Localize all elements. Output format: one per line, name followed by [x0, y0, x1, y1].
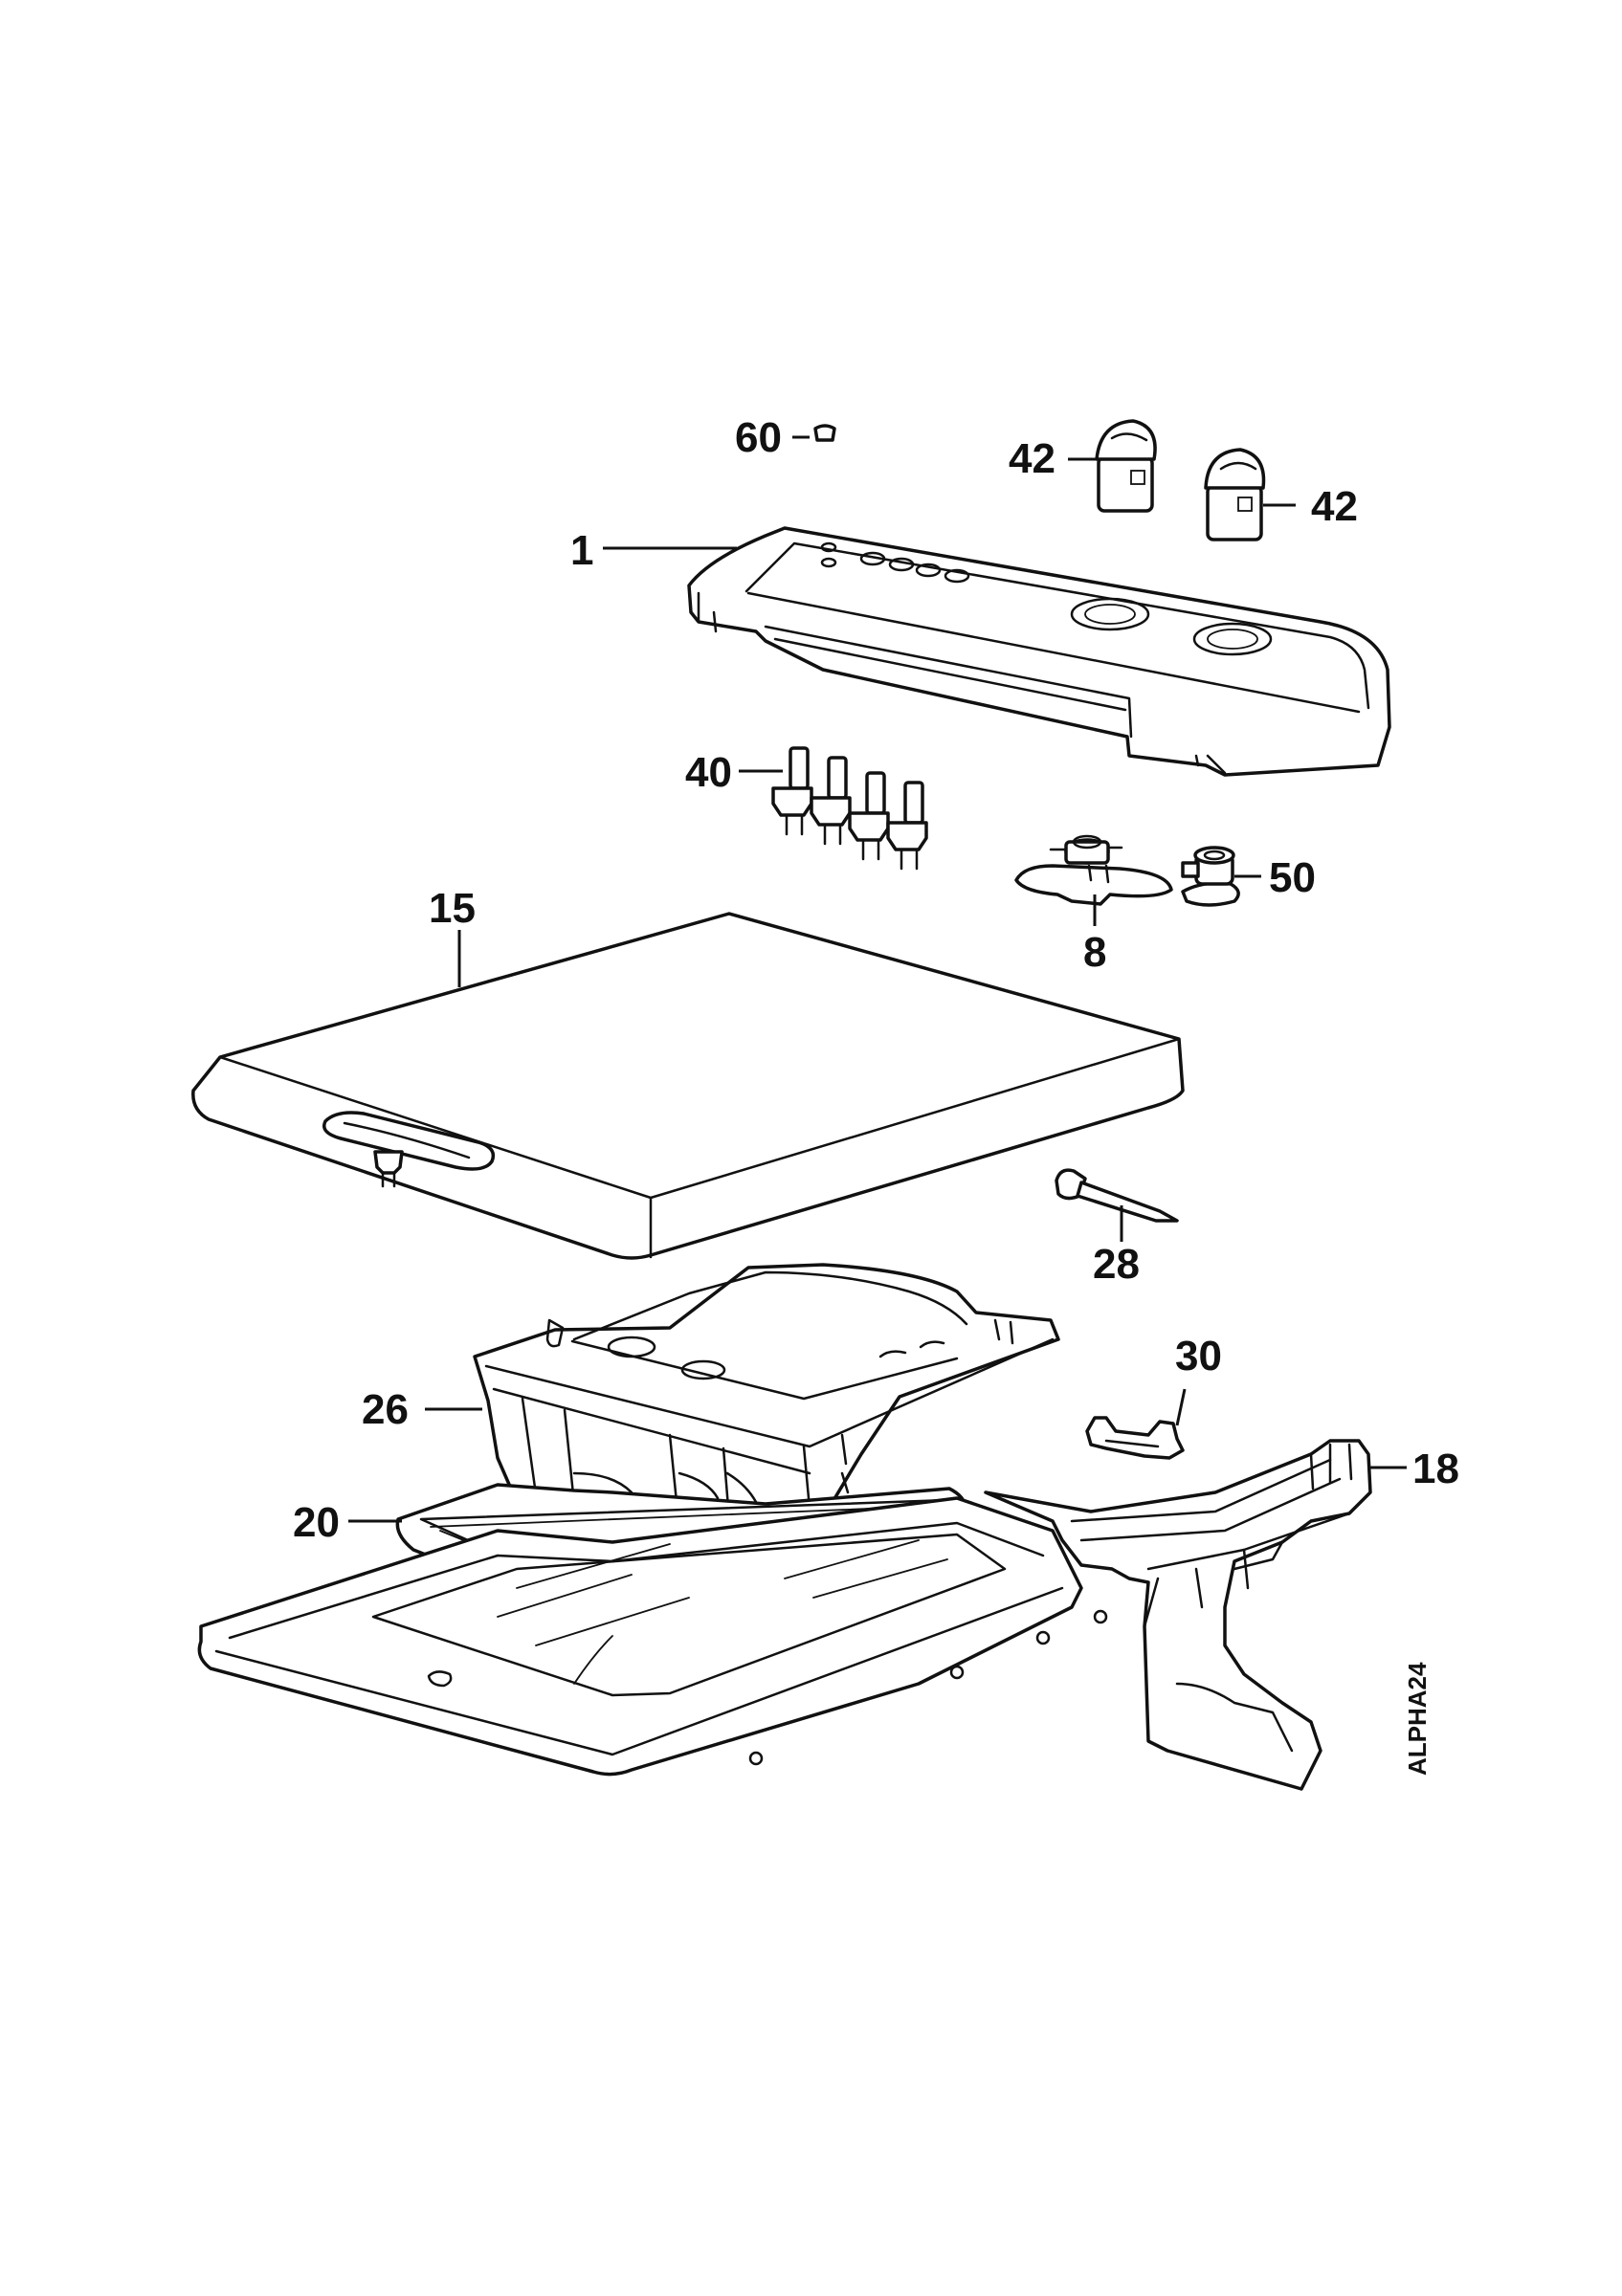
callout-18: 18	[1412, 1446, 1459, 1492]
callout-40: 40	[685, 749, 732, 796]
drawing-code: ALPHA24	[1403, 1662, 1432, 1776]
callout-30: 30	[1175, 1333, 1222, 1380]
part-18-hinge-rail	[984, 1439, 1407, 1791]
callout-42-right: 42	[1311, 483, 1358, 530]
part-1-control-panel	[603, 526, 1391, 777]
part-50-valve	[1181, 846, 1261, 907]
callout-28: 28	[1093, 1241, 1140, 1288]
part-30-clip	[1085, 1388, 1187, 1460]
base-plate	[197, 1496, 1108, 1777]
callout-8: 8	[1083, 929, 1106, 976]
part-60-plug	[792, 424, 836, 442]
callout-42-left: 42	[1009, 435, 1055, 482]
part-8-bracket	[1014, 834, 1173, 926]
callout-1: 1	[570, 527, 593, 574]
part-40-push-buttons	[739, 746, 928, 871]
part-28-pin	[1055, 1168, 1179, 1242]
callout-26: 26	[362, 1386, 409, 1433]
part-26-detergent-drawer	[425, 1263, 1060, 1531]
callout-60: 60	[735, 414, 782, 461]
callout-50: 50	[1269, 854, 1316, 901]
callout-15: 15	[429, 885, 476, 932]
part-42-knob-left	[1068, 419, 1157, 513]
callout-20: 20	[293, 1499, 340, 1546]
part-15-lid	[191, 912, 1185, 1260]
part-42-knob-right	[1204, 448, 1296, 541]
